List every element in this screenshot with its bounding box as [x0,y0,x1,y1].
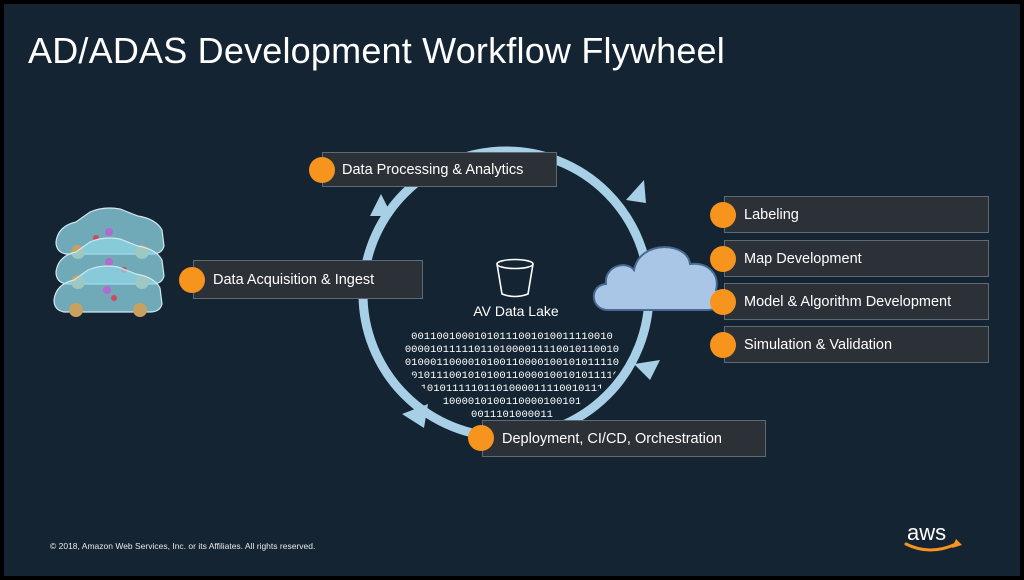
step-deployment-marker [468,425,494,451]
page-title: AD/ADAS Development Workflow Flywheel [28,30,725,71]
copyright-notice: © 2018, Amazon Web Services, Inc. or its… [50,541,316,551]
cloud-item-map-development-label: Map Development [744,250,862,267]
binary-row: 0011101000011 [471,409,553,421]
step-deployment: Deployment, CI/CD, Orchestration [482,420,766,457]
data-lake-label: AV Data Lake [473,303,559,319]
cloud-item-simulation-label: Simulation & Validation [744,336,893,353]
aws-logo-smile [904,542,958,552]
cloud-item-simulation-marker [710,332,736,358]
cloud-item-labeling: Labeling [724,196,989,233]
cycle-arrow-top-right [626,180,646,203]
cloud-item-labeling-marker [710,202,736,228]
flywheel-diagram: 0011001000101011100101001111001000001011… [53,146,962,552]
step-data-acquisition: Data Acquisition & Ingest [193,260,423,299]
cloud-item-map-development-marker [710,246,736,272]
cycle-arrow-left [370,194,392,216]
step-data-processing-marker [309,157,335,183]
cloud-item-labeling-label: Labeling [744,206,799,223]
aws-logo-text: aws [907,520,946,545]
binary-row: 0100011000010100110000100101011110 [405,357,619,369]
binary-row: 1000010100110000100101 [443,396,582,408]
step-data-acquisition-marker [179,267,205,293]
cloud-item-model-development-label: Model & Algorithm Development [744,293,952,310]
binary-row: 00110010001010111001010011110010 [411,331,613,343]
binary-row: 10101111101101000011110010111 [421,383,604,395]
binary-data-pattern: 0011001000101011100101001111001000001011… [405,331,619,421]
step-deployment-label: Deployment, CI/CD, Orchestration [502,430,722,447]
cycle-arrow-bottom [402,404,428,428]
aws-logo-arrow [952,539,962,548]
cloud-icon [592,246,723,311]
slide: AD/ADAS Development Workflow Flywheel 00… [4,4,1020,576]
bucket-icon [496,258,534,298]
cloud-item-simulation: Simulation & Validation [724,326,989,363]
cycle-arrow-right [634,360,660,380]
step-data-processing-label: Data Processing & Analytics [342,161,524,178]
cloud-item-model-development-marker [710,289,736,315]
step-data-acquisition-label: Data Acquisition & Ingest [213,271,375,288]
cloud-item-model-development: Model & Algorithm Development [724,283,989,320]
binary-row: 1010111001010100110000100101011110 [405,370,619,382]
cars-icon [53,207,165,317]
binary-row: 0000101111101101000011110010110010 [405,344,619,356]
step-data-processing: Data Processing & Analytics [322,152,557,187]
cloud-item-map-development: Map Development [724,240,989,277]
